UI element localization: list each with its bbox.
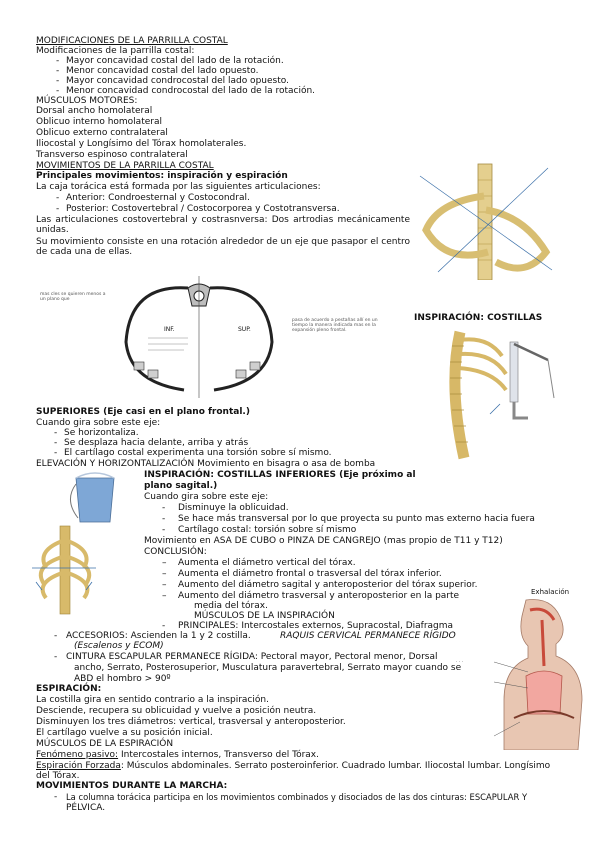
sup-item: El cartílago costal experimenta una tors… <box>64 448 332 458</box>
movimiento-text: Su movimiento consiste en una rotación a… <box>36 237 410 258</box>
bullet: - <box>56 204 60 214</box>
caja-item: Posterior: Costovertebral / Costocorpore… <box>66 204 340 214</box>
heading-modificaciones: MODIFICACIONES DE LA PARRILLA COSTAL <box>36 36 228 46</box>
elevacion-text: ELEVACIÓN Y HORIZONTALIZACIÓN Movimiento… <box>36 459 376 469</box>
espiracion-line: El cartílago vuelve a su posición inicia… <box>36 728 213 738</box>
inf-item: Se hace más transversal por lo que proye… <box>178 514 535 524</box>
espiracion-forzada: Espiración Forzada: Músculos abdominales… <box>36 761 550 771</box>
principales-musculos: PRINCIPALES: Intercostales externos, Sup… <box>178 621 454 631</box>
exhalacion-title: Exhalación <box>531 588 570 596</box>
musculos-inspiracion-heading: MÚSCULOS DE LA INSPIRACIÓN <box>194 611 335 621</box>
motores-item: Oblicuo interno homolateral <box>36 117 162 127</box>
bullet: - <box>56 86 60 96</box>
fig-section-side-caption: pasa de acuerdo a pestañas allí en un ti… <box>292 318 378 333</box>
motores-item: Transverso espinoso contralateral <box>36 150 188 160</box>
inspiracion-costillas-heading: INSPIRACIÓN: COSTILLAS <box>414 313 543 323</box>
bullet: - <box>54 631 58 641</box>
asa-cubo-text: Movimiento en ASA DE CUBO o PINZA DE CAN… <box>144 536 503 546</box>
bullet: - <box>54 428 58 438</box>
conclusion-item-cont: media del tórax. <box>194 601 268 611</box>
cintura-line-2: ancho, Serrato, Posterosuperior, Muscula… <box>74 663 462 673</box>
conclusion-item: Aumento del diámetro trasversal y antero… <box>178 591 460 601</box>
bullet: - <box>56 76 60 86</box>
bullet: - <box>54 438 58 448</box>
bullet: – <box>162 558 167 568</box>
espiracion-line: Disminuyen los tres diámetros: vertical,… <box>36 717 346 727</box>
fenomeno-text: Intercostales internos, Transverso del T… <box>118 750 319 760</box>
bullet: – <box>162 591 167 601</box>
principales-movimientos: Principales movimientos: inspiración y e… <box>36 171 288 181</box>
mods-item: Menor concavidad costal del lado opuesto… <box>66 66 259 76</box>
exhalation-illustration <box>464 596 590 750</box>
caja-intro: La caja torácica está formada por las si… <box>36 182 321 192</box>
musculos-espiracion-heading: MÚSCULOS DE LA ESPIRACIÓN <box>36 739 174 749</box>
superiores-heading: SUPERIORES (Eje casi en el plano frontal… <box>36 407 250 417</box>
bullet: - <box>56 193 60 203</box>
fig-label-inf: INF. <box>164 326 175 333</box>
rib-axis-illustration <box>416 156 556 280</box>
conclusion-item: Aumento del diámetro sagital y anteropos… <box>178 580 478 590</box>
bullet: - <box>54 652 58 662</box>
rib-section-illustration <box>118 274 280 398</box>
accesorios-text: ACCESORIOS: Ascienden la 1 y 2 costilla. <box>66 631 251 641</box>
motores-item: Oblicuo externo contralateral <box>36 128 168 138</box>
sup-item: Se desplaza hacia delante, arriba y atrá… <box>64 438 249 448</box>
mods-item: Mayor concavidad costal del lado de la r… <box>66 56 284 66</box>
gira-inferiores: Cuando gira sobre este eje: <box>144 492 269 502</box>
espiracion-forzada-cont: del Tórax. <box>36 771 80 781</box>
motores-item: Iliocostal y Longísimo del Tórax homolat… <box>36 139 247 149</box>
inf-item: Disminuye la oblicuidad. <box>178 503 289 513</box>
exhalation-label: · · · <box>456 660 464 665</box>
bullet: - <box>162 621 166 631</box>
conclusion-item: Aumenta el diámetro vertical del tórax. <box>178 558 356 568</box>
cintura-line-3: ABD el hombro > 90º <box>74 674 171 684</box>
fenomeno-pasivo: Fenómeno pasivo: Intercostales internos,… <box>36 750 319 760</box>
mods-intro: Modificaciones de la parrilla costal: <box>36 46 195 56</box>
fig-section-caption: mas cles se quieren menos a un plano que <box>40 292 106 302</box>
accesorios-italic: RAQUIS CERVICAL PERMANECE RÍGIDO <box>280 631 456 641</box>
bullet: – <box>162 580 167 590</box>
heading-movimientos: MOVIMIENTOS DE LA PARRILLA COSTAL <box>36 161 214 171</box>
fenomeno-label: Fenómeno pasivo: <box>36 750 119 760</box>
bullet: - <box>162 525 166 535</box>
mods-item: Mayor concavidad condrocostal del lado o… <box>66 76 289 86</box>
accesorios-italic-2: (Escalenos y ECOM) <box>74 641 164 651</box>
espiracion-line: La costilla gira en sentido contrario a … <box>36 695 269 705</box>
bullet: - <box>162 503 166 513</box>
marcha-line-2: PÉLVICA. <box>66 803 106 813</box>
forzada-label: Espiración Forzada <box>36 761 121 771</box>
marcha-line-1: La columna torácica participa en los mov… <box>66 792 528 802</box>
espiracion-heading: ESPIRACIÓN: <box>36 684 102 694</box>
conclusion-heading: CONCLUSIÓN: <box>144 547 207 557</box>
fig-label-sup: SUP. <box>238 326 251 333</box>
motores-item: Dorsal ancho homolateral <box>36 106 153 116</box>
bullet: - <box>162 514 166 524</box>
cintura-line-1: CINTURA ESCAPULAR PERMANECE RÍGIDA: Pect… <box>66 652 438 662</box>
bullet: - <box>56 56 60 66</box>
gira-superiores: Cuando gira sobre este eje: <box>36 418 161 428</box>
inferiores-heading-2: plano sagital.) <box>144 481 218 491</box>
inf-item: Cartílago costal: torsión sobre sí mismo <box>178 525 357 535</box>
pump-handle-illustration <box>430 326 562 460</box>
caja-item: Anterior: Condroesternal y Costocondral. <box>66 193 250 203</box>
bullet: - <box>54 448 58 458</box>
motores-title: MÚSCULOS MOTORES: <box>36 96 138 106</box>
bullet: – <box>162 569 167 579</box>
marcha-heading: MOVIMIENTOS DURANTE LA MARCHA: <box>36 781 228 791</box>
forzada-text: : Músculos abdominales. Serrato posteroi… <box>120 761 551 771</box>
sup-item: Se horizontaliza. <box>64 428 139 438</box>
bucket-handle-illustration <box>32 472 142 618</box>
bullet: - <box>54 792 58 802</box>
mods-item: Menor concavidad condrocostal del lado d… <box>66 86 316 96</box>
articulaciones-text: Las articulaciones costovertebral y cost… <box>36 215 410 236</box>
bullet: - <box>56 66 60 76</box>
espiracion-line: Desciende, recupera su oblicuidad y vuel… <box>36 706 317 716</box>
conclusion-item: Aumenta el diámetro frontal o trasversal… <box>178 569 442 579</box>
inferiores-heading-1: INSPIRACIÓN: COSTILLAS INFERIORES (Eje p… <box>144 470 416 480</box>
